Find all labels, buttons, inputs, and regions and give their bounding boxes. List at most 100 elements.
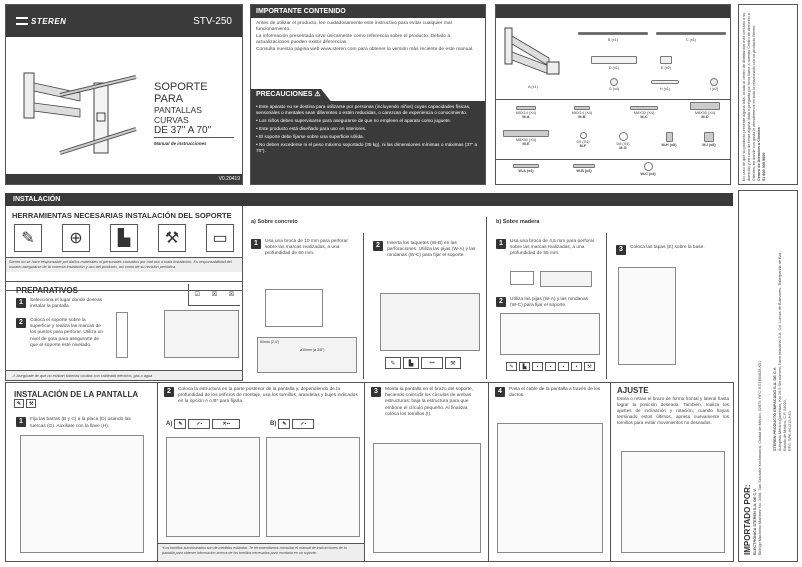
prep-illustration-plate — [116, 312, 128, 358]
cover-footer: V0.20419 — [6, 174, 242, 184]
part-h: H (x1) — [648, 78, 682, 91]
precaution-item: • Los niños deben supervisarse para aseg… — [256, 118, 452, 123]
hardware-item: M-H (x8) — [654, 132, 684, 147]
hardware-item: D5 (X4)M-F — [568, 132, 598, 148]
important-text-1: Antes de utilizar el producto, lee cuida… — [256, 21, 452, 33]
prep-warning: ⚠ Asegúrate de que no existan tuberías o… — [6, 370, 242, 380]
tools-panel: HERRAMIENTAS NECESARIAS INSTALACIÓN DEL … — [5, 206, 243, 291]
warning-icon: ⚠ — [12, 374, 16, 378]
hardware-item: M8X30 (X4)M-D — [684, 102, 726, 119]
cable-illustration — [497, 423, 603, 553]
screws-footnote: *Los tornillos suministrados son de medi… — [158, 543, 364, 561]
step-icon: ▪▪▪ — [421, 357, 443, 369]
step-icon: ✎ — [506, 362, 517, 371]
adjust-title: AJUSTE — [617, 386, 649, 395]
tools-row: ✎ ⊕ ▙ ⚒ ▭ — [6, 222, 242, 254]
important-text-3: Consulta nuestra página web www.steren.c… — [256, 46, 474, 52]
cross-icon: ☒ — [211, 292, 218, 298]
bracket-illustration — [20, 65, 138, 155]
importer-panel: STEREN PRODUCTO EMPACADO S.A. DE C.V. Au… — [738, 190, 798, 562]
part-a: A (x1) — [500, 24, 566, 89]
concrete-title: a) Sobre concreto — [251, 219, 298, 225]
prep-title: PREPARATIVOS — [16, 286, 78, 295]
tools-disclaimer: Steren no se hace responsable por daños … — [6, 257, 242, 272]
option-a: A) ✎ ✓▪ ✕▪▪ — [166, 419, 241, 429]
wood-icons-row: ✎ ▙ ▪ ▪ ▪ ▪ ⚒ — [506, 362, 595, 371]
installation-header: INSTALACIÓN — [5, 193, 733, 206]
step-icon: ▪ — [545, 362, 556, 371]
step-icon: ▪ — [571, 362, 582, 371]
parts-panel: A (x1) B (x1) C (x1) D (x1) E (x2) G (x4… — [495, 4, 731, 185]
title-line-1: SOPORTE PARA — [154, 81, 208, 105]
steren-logo-icon — [16, 17, 28, 25]
important-header: IMPORTANTE CONTENIDO — [251, 5, 485, 18]
precaution-item: • Este producto está diseñado para uso e… — [256, 126, 367, 131]
wrench-icon: ⚒ — [26, 399, 37, 409]
brand-logo: STEREN — [16, 17, 66, 26]
cross-icon: ✕▪▪ — [212, 419, 241, 429]
wrench-icon: ⚒ — [158, 224, 186, 252]
cover-subtitle: Manual de instrucciones — [154, 141, 207, 146]
title-line-3: DE 37" A 70" — [154, 125, 234, 138]
cross-icon: ☒ — [228, 292, 235, 298]
adjust-illustration — [621, 451, 725, 553]
option-b: B) ✎ ✓▪ — [270, 419, 315, 429]
wall-item: W-A (x4) — [506, 164, 546, 173]
important-body: Antes de utilizar el producto, lee cuida… — [251, 18, 485, 56]
option-b-illustration — [266, 437, 360, 537]
hardware-item: D8 (X4)M-G — [608, 132, 638, 150]
warning-icon: ⚠ — [314, 91, 321, 98]
pencil-icon: ✎ — [14, 224, 42, 252]
hardware-item: M-I (x8) — [694, 132, 724, 147]
brand-name: STEREN — [31, 16, 67, 26]
part-d: D (x1) — [591, 56, 637, 70]
screen-install-title: INSTALACIÓN DE LA PANTALLA ✎ ⚒ — [14, 390, 138, 409]
arm-icon — [504, 27, 560, 75]
adjust-text: Estira o retrae el brazo de forma fronta… — [617, 396, 729, 425]
step-icon: ⚒ — [584, 362, 595, 371]
drill-icon: ▙ — [110, 224, 138, 252]
prep-illustration-mount — [164, 310, 239, 358]
wood-title: b) Sobre madera — [496, 219, 540, 225]
importer-block: IMPORTADO POR: ELECTRÓNICA STEREN S.A. D… — [743, 360, 762, 555]
hardware-item: M5X14 (X4)M-A — [506, 106, 546, 119]
important-text-2: La información presentada sirve únicamen… — [256, 33, 451, 46]
step-icon: ⚒ — [445, 357, 461, 369]
level-icon: ▭ — [206, 224, 234, 252]
version-label: V0.20419 — [218, 176, 240, 182]
support-text: En caso de que su producto presente algu… — [742, 12, 766, 181]
prep-option-icons: ☑ ☒ ☒ — [188, 284, 240, 306]
screwdriver-icon: ⊕ — [62, 224, 90, 252]
model-number: STV-250 — [193, 15, 232, 27]
bars-illustration — [20, 435, 144, 553]
precaution-item: • Este aparato no se destina para utiliz… — [256, 104, 471, 115]
parts-wall: W-A (x4) W-B (x4) W-C (x4) — [496, 160, 730, 184]
adjust-section: AJUSTE Estira o retrae el brazo de forma… — [611, 383, 735, 561]
important-panel: IMPORTANTE CONTENIDO Antes de utilizar e… — [250, 4, 486, 185]
cover-title: SOPORTE PARA PANTALLAS CURVAS DE 37" A 7… — [154, 81, 234, 146]
part-i: I (x2) — [702, 78, 726, 91]
precautions-body: • Este aparato no se destina para utiliz… — [251, 101, 485, 184]
parts-hardware: M5X14 (X4)M-A M6X14 (X4)M-B M6X30 (X4)M-… — [496, 100, 730, 160]
step-icon: ▙ — [403, 357, 419, 369]
hardware-item: M6X30 (X4)M-C — [624, 106, 664, 119]
precaution-item: • El soporte debe fijarse sobre una supe… — [256, 134, 364, 139]
mount-screen-illustration — [373, 443, 481, 553]
wood-drill-illustration — [510, 271, 534, 285]
drill-illustration — [265, 289, 323, 327]
part-b: B (x1) — [578, 32, 648, 42]
wall-item: W-C (x4) — [630, 162, 666, 176]
screwdriver-icon: ✎ — [278, 419, 291, 429]
